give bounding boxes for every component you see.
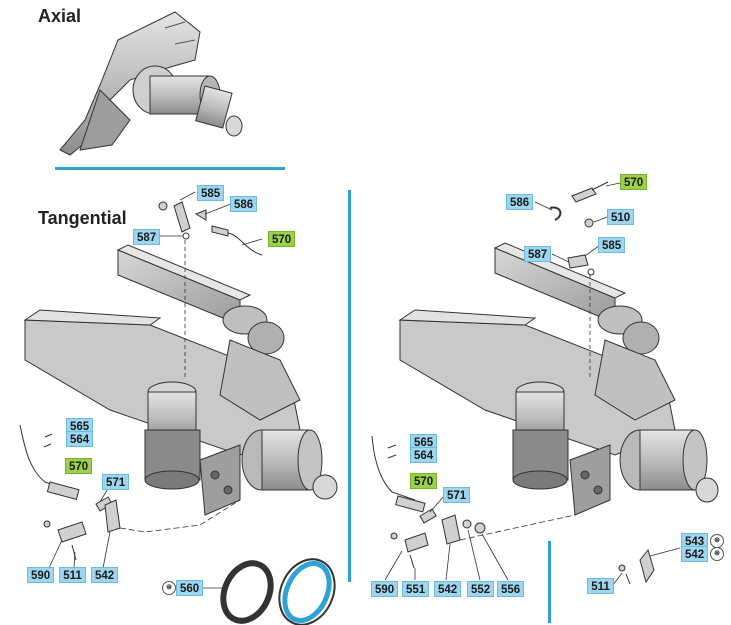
label-570-sensor-left[interactable]: 570 [65,458,93,474]
label-586-left[interactable]: 586 [230,196,258,212]
label-590-right[interactable]: 590 [371,581,399,597]
label-556-right[interactable]: 556 [497,581,525,597]
label-564-left[interactable]: 564 [66,431,94,447]
right-axle-drawing [398,242,719,516]
label-511-left[interactable]: 511 [59,567,86,583]
label-571-right[interactable]: 571 [443,487,471,503]
marking-symbol-560: ⊛ [162,581,176,595]
axial-hub-drawing [59,11,243,156]
vertical-divider [348,190,351,582]
label-587-left[interactable]: 587 [133,229,161,245]
label-571-left[interactable]: 571 [102,474,130,490]
label-585-left[interactable]: 585 [197,185,225,201]
label-542b-right[interactable]: 542 [681,546,709,562]
label-542-right[interactable]: 542 [434,581,462,597]
label-552-right[interactable]: 552 [467,581,495,597]
label-587-right[interactable]: 587 [524,246,552,262]
label-551-right[interactable]: 551 [402,581,430,597]
axial-heading: Axial [38,6,82,26]
marking-symbol-543: ⊛ [710,534,724,548]
label-560[interactable]: 560 [176,580,204,596]
label-590-left[interactable]: 590 [27,567,55,583]
label-585-right[interactable]: 585 [598,237,626,253]
axial-divider [55,167,285,170]
label-570-top-right[interactable]: 570 [620,174,648,190]
ring-560-drawing [220,558,336,625]
label-564-right[interactable]: 564 [410,447,438,463]
tangential-heading: Tangential [38,208,127,228]
right-small-parts [371,181,655,585]
marking-symbol-542: ⊛ [710,547,724,561]
left-small-parts [19,201,263,561]
left-leaders [48,191,263,589]
left-axle-drawing [23,244,338,516]
label-565-right[interactable]: 565 [410,434,438,450]
label-510-right[interactable]: 510 [607,209,635,225]
right-leaders [384,182,681,586]
label-570-sensor-right[interactable]: 570 [410,473,438,489]
label-586-right[interactable]: 586 [506,194,534,210]
label-543-right[interactable]: 543 [681,533,709,549]
label-511-right[interactable]: 511 [587,578,614,594]
label-542-left[interactable]: 542 [91,567,119,583]
label-570-top-left[interactable]: 570 [268,231,296,247]
small-vertical-divider [548,541,551,623]
